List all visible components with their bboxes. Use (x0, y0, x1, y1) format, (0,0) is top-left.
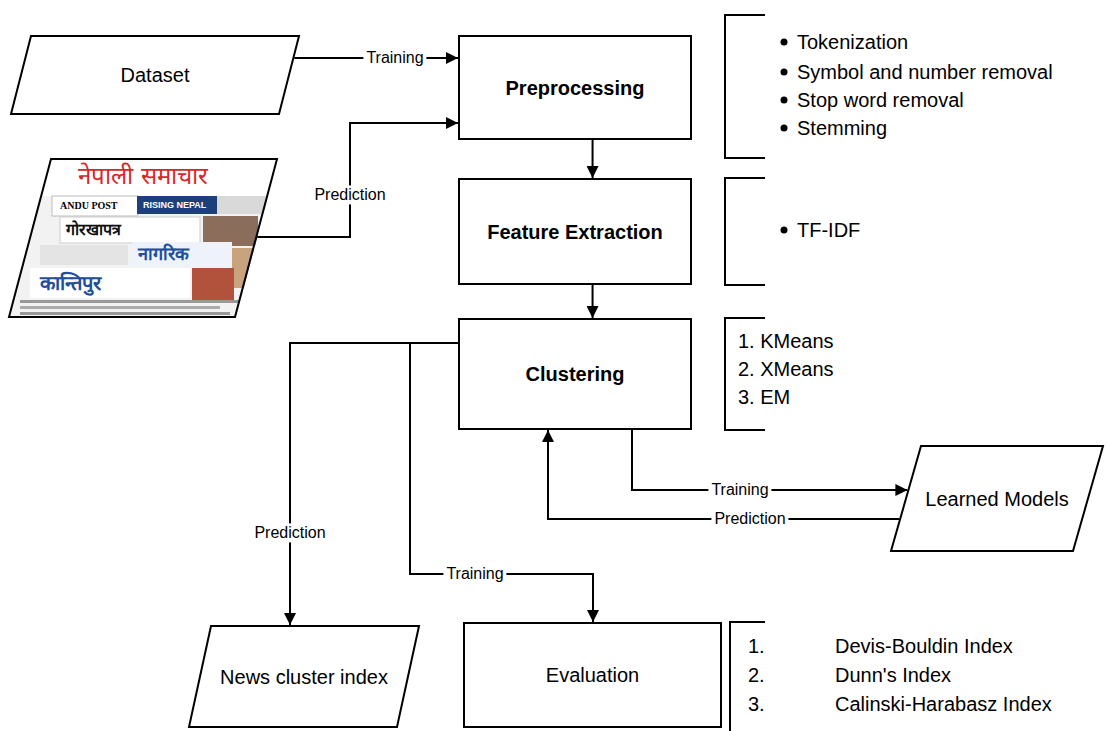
masthead-text: नागरिक (138, 243, 189, 265)
list-number: 1. (748, 634, 765, 658)
list-item: Devis-Bouldin Index (835, 634, 1013, 658)
edge-label: Prediction (311, 185, 388, 204)
masthead-text: ANDU POST (60, 200, 118, 212)
list-item: Stop word removal (797, 88, 964, 112)
list-item: 3. EM (738, 385, 790, 409)
list-item: Stemming (797, 116, 887, 140)
input-data: Dataset (10, 35, 300, 115)
edge-label: Prediction (251, 523, 328, 542)
list-item: 1. KMeans (738, 329, 834, 353)
node-label: Feature Extraction (487, 220, 663, 244)
list-item: Dunn's Index (835, 663, 951, 687)
masthead-text: RISING NEPAL (141, 200, 208, 211)
node-label: News cluster index (220, 665, 388, 689)
output-data: Learned Models (890, 445, 1104, 552)
list-item: Symbol and number removal (797, 60, 1053, 84)
evaluation-box: Evaluation (463, 622, 722, 728)
process-box: Feature Extraction (458, 178, 692, 285)
masthead-text: कान्तिपुर (40, 271, 101, 295)
connector-arrow (592, 140, 594, 178)
connector-arrow (592, 285, 594, 318)
edge-label: Training (443, 564, 506, 583)
edge-label: Training (363, 48, 426, 67)
edge-label: Prediction (711, 509, 788, 528)
node-label: Learned Models (925, 487, 1068, 511)
list-number: 3. (748, 692, 765, 716)
connector-arrow (548, 430, 899, 519)
process-box: Preprocessing (458, 35, 692, 140)
node-label: Dataset (121, 63, 190, 87)
node-label: Clustering (526, 362, 625, 386)
connector-arrow (257, 123, 458, 237)
output-data: News cluster index (188, 625, 420, 728)
masthead-text: गोरखापत्र (66, 220, 121, 239)
node-label: Preprocessing (506, 76, 645, 100)
list-item: Calinski-Harabasz Index (835, 692, 1052, 716)
connector-arrow (290, 343, 458, 625)
node-label: Evaluation (546, 663, 639, 687)
list-number: 2. (748, 663, 765, 687)
bullet-dots (781, 39, 788, 234)
process-box: Clustering (458, 318, 692, 430)
newspaper-collage (0, 196, 300, 326)
list-item: Tokenization (797, 30, 908, 54)
node-label: नेपाली समाचार (78, 162, 208, 191)
edge-label: Training (708, 480, 771, 499)
list-item: 2. XMeans (738, 357, 834, 381)
list-item: TF-IDF (797, 218, 860, 242)
